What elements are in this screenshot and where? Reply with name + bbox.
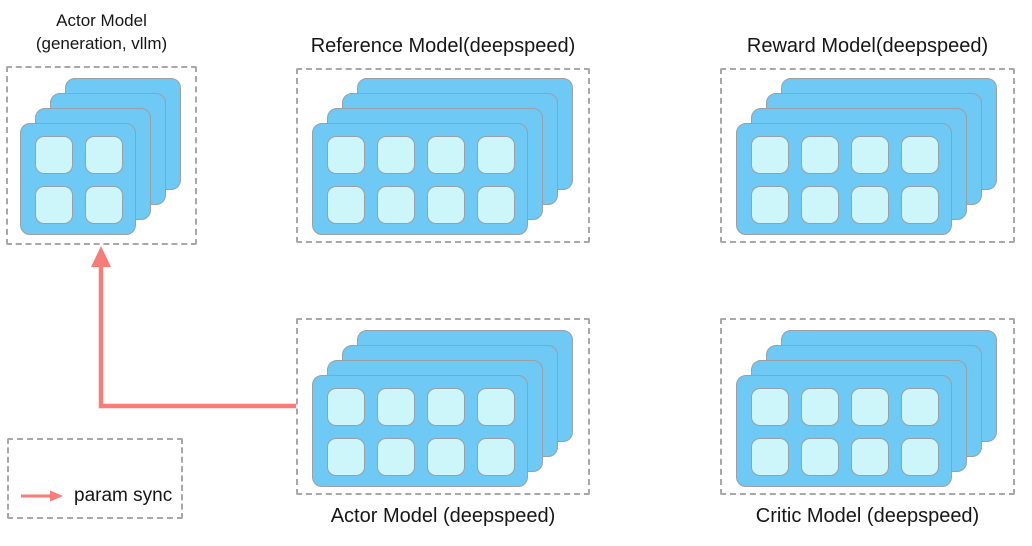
model-label-critic: Critic Model (deepspeed): [755, 505, 980, 527]
gpu-cell: [801, 186, 839, 224]
gpu-cell: [327, 438, 365, 476]
gpu-cell: [751, 388, 789, 426]
gpu-cell: [751, 438, 789, 476]
gpu-cell: [427, 438, 465, 476]
gpu-cell: [427, 186, 465, 224]
gpu-cell: [85, 136, 123, 174]
gpu-stack-reward: [736, 78, 997, 235]
model-box-critic: [720, 318, 1015, 495]
model-label-reference: Reference Model(deepspeed): [310, 35, 576, 57]
model-label-line: (generation, vllm): [35, 34, 168, 53]
model-label-line: Actor Model: [56, 11, 147, 30]
gpu-card-front: [736, 375, 952, 487]
model-box-actor-vllm: [6, 66, 197, 245]
model-box-reward: [720, 68, 1015, 243]
gpu-card-front: [20, 123, 136, 235]
gpu-stack-critic: [736, 330, 997, 487]
gpu-cell: [377, 136, 415, 174]
model-box-reference: [296, 68, 590, 243]
model-label-actor-deepspeed: Actor Model (deepspeed): [330, 505, 556, 527]
model-box-actor-deepspeed: [296, 318, 590, 495]
gpu-cell: [377, 438, 415, 476]
gpu-cell: [327, 388, 365, 426]
gpu-stack-actor-deepspeed: [312, 330, 573, 487]
gpu-cell: [477, 186, 515, 224]
gpu-cell: [901, 136, 939, 174]
gpu-cell: [901, 388, 939, 426]
gpu-cell: [477, 136, 515, 174]
gpu-cell: [35, 136, 73, 174]
gpu-cell: [801, 438, 839, 476]
gpu-cell: [377, 388, 415, 426]
gpu-cell: [901, 186, 939, 224]
legend-label: param sync: [74, 485, 173, 506]
gpu-cell: [427, 388, 465, 426]
gpu-cell: [851, 438, 889, 476]
gpu-card-front: [312, 375, 528, 487]
gpu-cell: [801, 388, 839, 426]
gpu-cell: [35, 186, 73, 224]
gpu-stack-actor-vllm: [20, 78, 181, 235]
gpu-cell: [851, 388, 889, 426]
gpu-stack-reference: [312, 78, 573, 235]
gpu-cell: [901, 438, 939, 476]
gpu-cell: [327, 186, 365, 224]
gpu-cell: [427, 136, 465, 174]
gpu-cell: [85, 186, 123, 224]
gpu-cell: [477, 438, 515, 476]
legend-row: param sync: [19, 484, 172, 508]
gpu-cell: [377, 186, 415, 224]
gpu-cell: [751, 136, 789, 174]
legend: param sync: [7, 438, 183, 519]
gpu-cell: [751, 186, 789, 224]
gpu-card-front: [312, 123, 528, 235]
model-label-actor-vllm: Actor Model (generation, vllm): [6, 9, 197, 55]
model-label-reward: Reward Model(deepspeed): [746, 35, 989, 57]
gpu-cell: [851, 186, 889, 224]
gpu-cell: [477, 388, 515, 426]
legend-arrow-icon: [21, 490, 63, 502]
gpu-cell: [851, 136, 889, 174]
gpu-card-front: [736, 123, 952, 235]
gpu-cell: [801, 136, 839, 174]
gpu-cell: [327, 136, 365, 174]
